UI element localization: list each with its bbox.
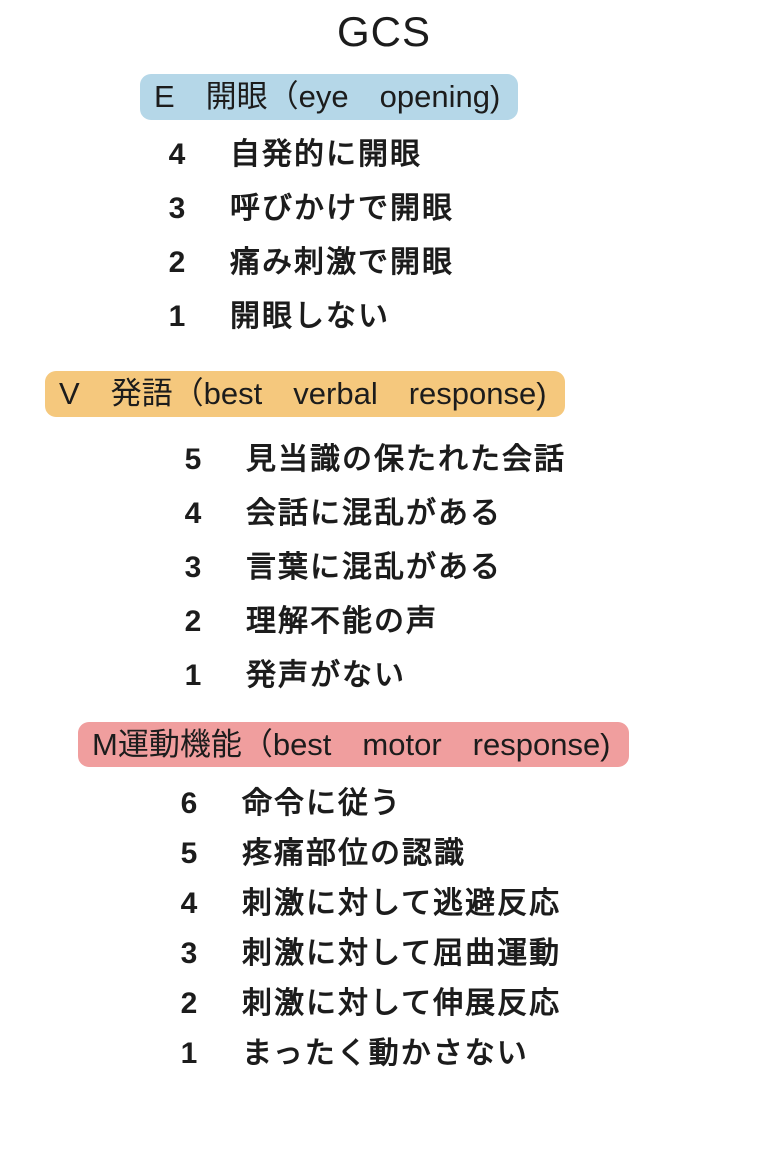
score-label: 痛み刺激で開眼 xyxy=(230,245,454,279)
score-value: 3 xyxy=(184,550,202,584)
score-value: 1 xyxy=(180,1037,198,1071)
section-header-eye-opening: E 開眼（eye opening) xyxy=(140,74,519,120)
score-label: 言葉に混乱がある xyxy=(246,550,502,584)
score-value: 1 xyxy=(184,658,202,692)
score-label: 自発的に開眼 xyxy=(230,137,422,171)
score-label: 呼びかけで開眼 xyxy=(230,191,454,225)
score-value: 3 xyxy=(168,191,186,225)
score-value: 5 xyxy=(180,837,198,871)
score-label: まったく動かさない xyxy=(242,1037,529,1071)
score-label: 刺激に対して逃避反応 xyxy=(242,887,562,921)
page-title: GCS xyxy=(336,8,431,55)
score-row: 2 理解不能の声 xyxy=(180,605,768,638)
gcs-slide: GCS E 開眼（eye opening) 4 自発的に開眼 3 呼びかけで開眼… xyxy=(0,8,768,1160)
score-row: 3 呼びかけで開眼 xyxy=(164,192,768,225)
score-value: 2 xyxy=(168,245,186,279)
score-label: 見当識の保たれた会話 xyxy=(246,442,566,476)
section-header-best-motor-response: M運動機能（best motor response) xyxy=(78,721,629,768)
score-row: 1 発声がない xyxy=(180,659,768,692)
score-value: 6 xyxy=(180,787,198,821)
score-value: 4 xyxy=(184,496,202,530)
section-best-motor-response: M運動機能（best motor response) xyxy=(78,721,768,768)
score-row: 1 まったく動かさない xyxy=(176,1037,768,1070)
score-row: 3 刺激に対して屈曲運動 xyxy=(176,937,768,970)
score-label: 疼痛部位の認識 xyxy=(242,837,466,871)
score-row: 5 疼痛部位の認識 xyxy=(176,837,768,870)
score-label: 命令に従う xyxy=(242,787,402,821)
score-row: 4 刺激に対して逃避反応 xyxy=(176,887,768,920)
score-value: 5 xyxy=(184,442,202,476)
score-list-eye-opening: 4 自発的に開眼 3 呼びかけで開眼 2 痛み刺激で開眼 1 開眼しない xyxy=(0,138,768,333)
score-label: 理解不能の声 xyxy=(246,604,438,638)
score-row: 4 会話に混乱がある xyxy=(180,497,768,530)
section-best-verbal-response: V 発語（best verbal response) xyxy=(45,370,768,417)
score-row: 6 命令に従う xyxy=(176,787,768,820)
score-row: 2 刺激に対して伸展反応 xyxy=(176,987,768,1020)
section-header-best-verbal-response: V 発語（best verbal response) xyxy=(45,370,565,417)
score-value: 4 xyxy=(180,887,198,921)
score-label: 発声がない xyxy=(246,658,406,692)
score-value: 3 xyxy=(180,937,198,971)
score-row: 2 痛み刺激で開眼 xyxy=(164,246,768,279)
score-value: 2 xyxy=(184,604,202,638)
score-row: 3 言葉に混乱がある xyxy=(180,551,768,584)
score-value: 4 xyxy=(168,137,186,171)
score-row: 1 開眼しない xyxy=(164,300,768,333)
score-label: 刺激に対して屈曲運動 xyxy=(242,937,562,971)
score-row: 5 見当識の保たれた会話 xyxy=(180,443,768,476)
score-list-best-motor-response: 6 命令に従う 5 疼痛部位の認識 4 刺激に対して逃避反応 3 刺激に対して屈… xyxy=(0,787,768,1070)
score-list-best-verbal-response: 5 見当識の保たれた会話 4 会話に混乱がある 3 言葉に混乱がある 2 理解不… xyxy=(0,443,768,692)
section-eye-opening: E 開眼（eye opening) xyxy=(140,74,768,120)
score-label: 開眼しない xyxy=(230,299,390,333)
score-label: 会話に混乱がある xyxy=(246,496,502,530)
score-label: 刺激に対して伸展反応 xyxy=(242,987,562,1021)
score-row: 4 自発的に開眼 xyxy=(164,138,768,171)
score-value: 2 xyxy=(180,987,198,1021)
score-value: 1 xyxy=(168,299,186,333)
